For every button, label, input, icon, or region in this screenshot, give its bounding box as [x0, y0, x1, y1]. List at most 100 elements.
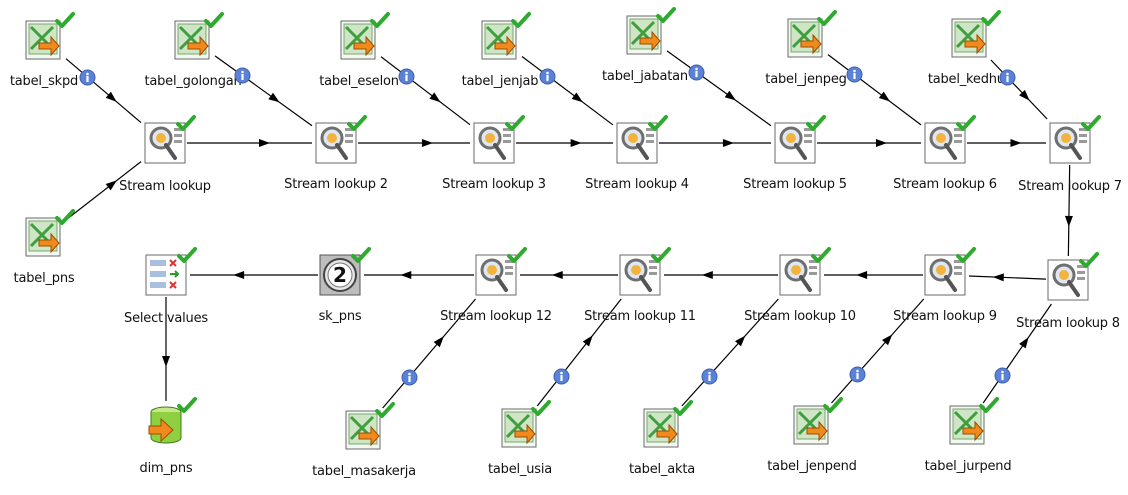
step-tabel-pns[interactable] [23, 209, 75, 258]
step-tabel-usia[interactable] [499, 400, 551, 449]
step-label: Stream lookup 11 [584, 309, 696, 324]
info-icon[interactable] [234, 67, 251, 84]
step-label: tabel_pns [13, 271, 75, 286]
step-sl3[interactable] [473, 115, 525, 164]
step-sl10[interactable] [779, 247, 831, 296]
step-sl8[interactable] [1047, 252, 1099, 301]
hop-arrowhead [722, 139, 734, 147]
step-tabel-kedhuk[interactable] [949, 10, 1001, 59]
step-dim-pns[interactable] [145, 397, 197, 446]
hop-tabel-eselon-to-sl3[interactable] [380, 56, 471, 126]
step-sl11[interactable] [619, 247, 671, 296]
stream-lookup-icon [315, 122, 357, 164]
step-label: Stream lookup 10 [744, 309, 856, 324]
hop-arrowhead [268, 92, 280, 103]
step-select-values[interactable] [145, 247, 197, 296]
hop-sl7-to-sl8[interactable] [1067, 164, 1071, 257]
step-label: tabel_masakerja [312, 464, 416, 479]
step-tabel-akta[interactable] [641, 400, 693, 449]
hop-tabel-jurpend-to-sl8[interactable] [982, 303, 1052, 404]
step-tabel-eselon[interactable] [338, 12, 390, 61]
hop-arrowhead [882, 334, 893, 346]
hop-tabel-usia-to-sl11[interactable] [536, 298, 622, 407]
hop-sl8-to-sl9[interactable] [968, 275, 1047, 280]
step-label: Stream lookup 8 [1016, 316, 1120, 331]
step-sl12[interactable] [475, 247, 527, 296]
check-icon [375, 402, 395, 418]
info-icon[interactable] [398, 68, 415, 85]
step-sl1[interactable] [144, 115, 196, 164]
table-input-icon [25, 217, 61, 257]
step-label: Stream lookup 4 [585, 177, 689, 192]
info-icon[interactable] [688, 64, 705, 81]
info-icon[interactable] [849, 366, 866, 383]
stream-lookup-icon [473, 122, 515, 164]
step-sl2[interactable] [315, 115, 367, 164]
info-icon[interactable] [846, 66, 863, 83]
table-input-icon [643, 408, 679, 448]
stream-lookup-icon [1047, 259, 1089, 301]
check-icon [177, 397, 197, 413]
info-icon[interactable] [994, 367, 1011, 384]
step-label: tabel_jabatan [602, 69, 688, 84]
info-icon[interactable] [401, 369, 418, 386]
step-tabel-jenjab[interactable] [479, 12, 531, 61]
step-tabel-masakerja[interactable] [343, 402, 395, 451]
step-tabel-jurpend[interactable] [947, 397, 999, 446]
info-icon[interactable] [79, 69, 96, 86]
step-label: tabel_skpd [9, 74, 79, 89]
info-icon[interactable] [999, 69, 1016, 86]
table-input-icon [787, 18, 823, 58]
hop-tabel-skpd-to-sl1[interactable] [65, 58, 142, 124]
check-icon [511, 12, 531, 28]
table-input-icon [949, 405, 985, 445]
step-tabel-jabatan[interactable] [624, 7, 676, 56]
hop-tabel-jenpend-to-sl9[interactable] [831, 298, 925, 404]
step-tabel-jenpend[interactable] [791, 397, 843, 446]
hop-tabel-akta-to-sl10[interactable] [681, 298, 779, 407]
step-label: tabel_kedhuk [927, 72, 1013, 87]
hop-arrowhead [259, 139, 270, 147]
hop-arrowhead [421, 139, 433, 147]
hop-arrowhead [701, 271, 713, 279]
step-sl5[interactable] [774, 115, 826, 164]
hop-tabel-pns-to-sl1[interactable] [65, 161, 142, 221]
step-sl7[interactable] [1049, 115, 1101, 164]
table-input-icon [481, 20, 517, 60]
check-icon [531, 400, 551, 416]
check-icon [505, 115, 525, 131]
hop-tabel-jabatan-to-sl5[interactable] [666, 50, 772, 127]
hop-tabel-masakerja-to-sl12[interactable] [382, 298, 477, 409]
step-tabel-skpd[interactable] [23, 12, 75, 61]
step-label: dim_pns [139, 461, 193, 476]
check-icon [817, 10, 837, 26]
step-sl9[interactable] [924, 247, 976, 296]
step-label: tabel_jurpend [924, 459, 1012, 474]
table-output-icon [148, 406, 182, 444]
info-icon[interactable] [539, 68, 556, 85]
hop-tabel-jenjab-to-sl4[interactable] [521, 56, 614, 126]
info-icon[interactable] [553, 368, 570, 385]
step-sl6[interactable] [924, 115, 976, 164]
step-label: Stream lookup 5 [743, 177, 847, 192]
hop-arrowhead [162, 355, 170, 367]
hop-arrowhead [571, 92, 583, 103]
step-sl4[interactable] [616, 115, 668, 164]
hop-arrowhead [429, 92, 441, 103]
check-icon [656, 7, 676, 23]
hop-arrowhead [105, 180, 117, 191]
check-icon [347, 115, 367, 131]
hop-tabel-golongan-to-sl2[interactable] [214, 55, 313, 127]
info-icon[interactable] [701, 368, 718, 385]
hop-tabel-jenpeg-to-sl6[interactable] [827, 54, 922, 126]
step-tabel-golongan[interactable] [172, 12, 224, 61]
check-icon [811, 247, 831, 263]
step-label: Select values [124, 311, 208, 326]
step-sk-pns[interactable]: 2 [319, 247, 371, 296]
hop-tabel-kedhuk-to-sl7[interactable] [990, 59, 1048, 120]
step-label: tabel_jenpend [767, 459, 857, 474]
hop-arrowhead [551, 271, 563, 279]
step-tabel-jenpeg[interactable] [785, 10, 837, 59]
check-icon [956, 247, 976, 263]
